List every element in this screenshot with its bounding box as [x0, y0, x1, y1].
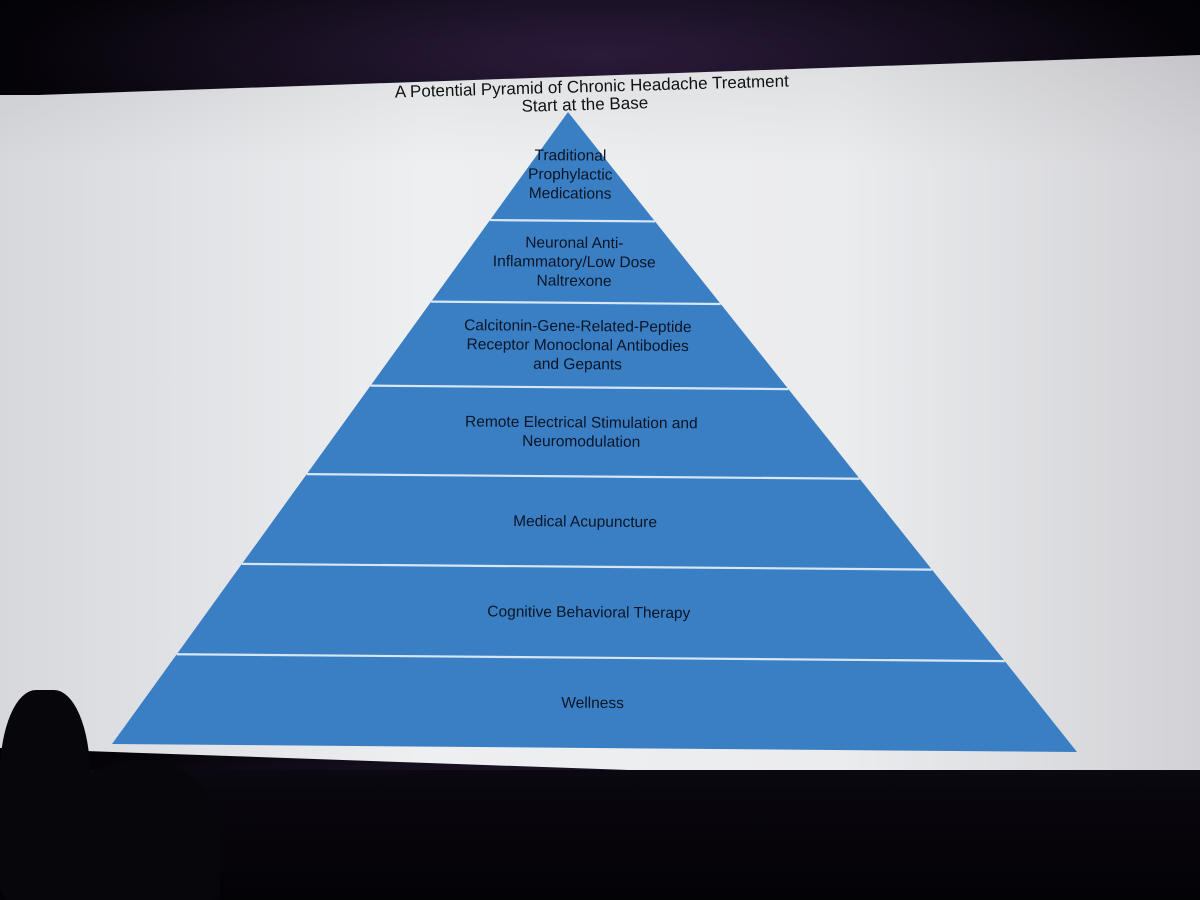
pyramid-divider [431, 300, 721, 306]
pyramid-divider [490, 218, 656, 223]
pyramid-divider [306, 473, 860, 480]
pyramid-layer-text: Remote Electrical Stimulation and [465, 413, 698, 432]
pyramid-layer-label: Cognitive Behavioral Therapy [487, 603, 690, 622]
treatment-pyramid: TraditionalProphylacticMedicationsNeuron… [112, 112, 1077, 752]
pyramid-layer-text: Medications [529, 185, 612, 203]
pyramid-layer-text: Inflammatory/Low Dose [493, 253, 656, 271]
pyramid-divider [241, 562, 932, 571]
pyramid-layer-text: Calcitonin-Gene-Related-Peptide [464, 317, 692, 336]
pyramid-triangle [112, 112, 1077, 752]
audience-silhouette [60, 760, 220, 900]
pyramid-layer-text: Cognitive Behavioral Therapy [487, 603, 690, 622]
pyramid-layer-label: Calcitonin-Gene-Related-PeptideReceptor … [464, 317, 692, 374]
pyramid-layer-text: Medical Acupuncture [513, 513, 657, 531]
pyramid-layer-text: Prophylactic [528, 166, 613, 184]
slide-title-line-2: Start at the Base [521, 93, 648, 116]
pyramid-layer-text: Traditional [534, 147, 606, 165]
pyramid-layer-label: Remote Electrical Stimulation andNeuromo… [465, 413, 698, 451]
pyramid-layer-text: Neuromodulation [522, 433, 640, 451]
pyramid-layer-label: Medical Acupuncture [513, 513, 657, 531]
pyramid-layer-text: Naltrexone [537, 272, 612, 290]
pyramid-layer-label: Wellness [561, 695, 624, 713]
pyramid-layer-text: Neuronal Anti- [525, 234, 623, 252]
pyramid-divider [370, 384, 789, 391]
pyramid-divider [176, 653, 1005, 663]
pyramid-layer-label: Neuronal Anti-Inflammatory/Low DoseNaltr… [493, 234, 656, 290]
pyramid-layer-text: Receptor Monoclonal Antibodies [466, 336, 689, 355]
pyramid-layer-text: Wellness [561, 695, 624, 713]
pyramid-layer-text: and Gepants [533, 356, 622, 374]
